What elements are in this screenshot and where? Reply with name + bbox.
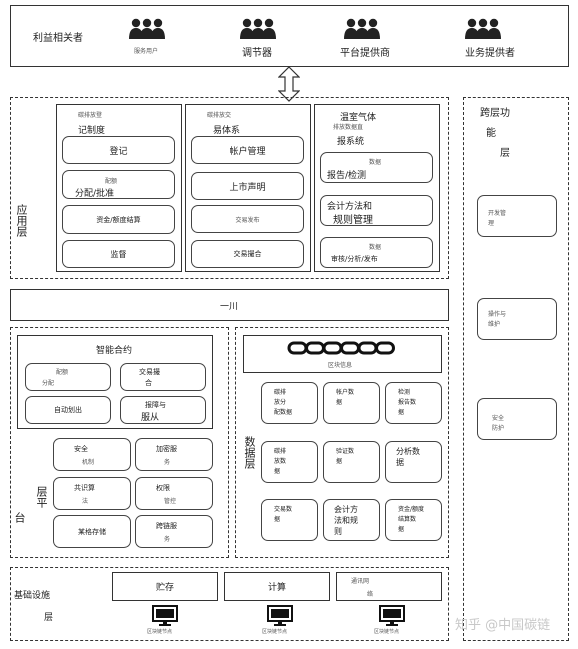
trade-matching-button[interactable]: 交易撮合 bbox=[191, 240, 304, 268]
interface-bar-label: 一川 bbox=[220, 302, 239, 312]
data-layer-label: 数据层 bbox=[243, 436, 256, 469]
compute-button[interactable]: 计算 bbox=[224, 572, 330, 601]
stakeholder-title: 利益相关者 bbox=[33, 33, 83, 44]
block-info-panel bbox=[243, 335, 442, 373]
trade-data-item[interactable]: 交易数据 bbox=[261, 499, 318, 541]
trade-publish-button[interactable]: 交易发布 bbox=[191, 205, 304, 233]
monitor-icon bbox=[152, 605, 178, 626]
security-protection-button[interactable]: 安全 防护 bbox=[477, 398, 557, 440]
storage-button[interactable]: 贮存 bbox=[112, 572, 218, 601]
stakeholder-label-business-provider: 业务提供者 bbox=[465, 48, 515, 59]
account-management-button[interactable]: 帐户管理 bbox=[191, 136, 304, 164]
cross-chain-service-button[interactable]: 跨链服务 bbox=[135, 515, 213, 548]
storage-service-button[interactable]: 某格存储 bbox=[53, 515, 131, 548]
consensus-algorithm-button[interactable]: 共识算法 bbox=[53, 477, 131, 510]
compliance-button[interactable]: 报障与 服从 bbox=[120, 396, 206, 424]
security-mechanism-button[interactable]: 安全机制 bbox=[53, 438, 131, 471]
people-icon bbox=[344, 18, 380, 39]
cross-layer-panel bbox=[463, 97, 569, 641]
supervision-button[interactable]: 监督 bbox=[62, 240, 175, 268]
data-layer bbox=[235, 327, 449, 558]
dev-management-button[interactable]: 开发管 理 bbox=[477, 195, 557, 237]
block-info-label: 区块信息 bbox=[328, 362, 353, 369]
stakeholder-label-platform-provider: 平台提供商 bbox=[340, 48, 390, 59]
trading-system-subtitle: 碳排放交 bbox=[207, 112, 232, 119]
carbon-emission-data-item[interactable]: 碳排放数据 bbox=[261, 441, 318, 483]
people-icon bbox=[129, 18, 165, 39]
cross-layer-title-2: 能 bbox=[486, 128, 496, 139]
register-button[interactable]: 登记 bbox=[62, 136, 175, 164]
infrastructure-label-2: 层 bbox=[44, 613, 54, 623]
node-label: 区块链节点 bbox=[374, 629, 400, 635]
application-layer-label: 应用层 bbox=[15, 204, 28, 237]
infrastructure-label-1: 基础设施 bbox=[14, 591, 51, 601]
encryption-service-button[interactable]: 加密服务 bbox=[135, 438, 213, 471]
trading-system-title: 易体系 bbox=[213, 126, 241, 136]
infrastructure-layer bbox=[10, 567, 449, 641]
ghg-reporting-panel bbox=[314, 104, 440, 272]
node-label: 区块链节点 bbox=[262, 629, 288, 635]
smart-contract-title: 智能合约 bbox=[96, 346, 133, 356]
application-layer bbox=[10, 97, 449, 279]
watermark: 知乎 @中国碳链 bbox=[455, 618, 551, 633]
report-detection-button[interactable]: 数据 报告/检测 bbox=[320, 152, 433, 183]
permission-control-button[interactable]: 权限管控 bbox=[135, 477, 213, 510]
registration-system-title: 记制度 bbox=[78, 126, 106, 136]
accounting-rules-button[interactable]: 会计方法和 规则管理 bbox=[320, 195, 433, 226]
cross-layer-title-1: 跨层功 bbox=[480, 108, 510, 119]
people-icon bbox=[240, 18, 276, 39]
smart-contract-panel bbox=[17, 335, 213, 429]
registration-system-subtitle: 碳排放登 bbox=[78, 112, 103, 119]
operation-maintenance-button[interactable]: 操作与 维护 bbox=[477, 298, 557, 340]
double-arrow-icon bbox=[278, 66, 300, 102]
trade-matching-contract-button[interactable]: 交易撮 合 bbox=[120, 363, 206, 391]
platform-layer-label-b: 层平 bbox=[35, 486, 48, 508]
interface-bar bbox=[10, 289, 449, 321]
ghg-reporting-subtitle: 温室气体 bbox=[340, 113, 377, 123]
account-data-item[interactable]: 帐户数据 bbox=[323, 382, 380, 424]
analysis-data-item[interactable]: 分析数据 bbox=[385, 441, 442, 483]
fund-settlement-button[interactable]: 资金/额度结算 bbox=[62, 205, 175, 234]
carbon-allocation-data-item[interactable]: 碳排放分配数据 bbox=[261, 382, 318, 424]
people-icon bbox=[465, 18, 501, 39]
trading-system-panel bbox=[185, 104, 311, 272]
accounting-rules-data-item[interactable]: 会计方法和规则 bbox=[323, 499, 380, 541]
stakeholder-panel bbox=[10, 5, 569, 67]
auto-transfer-button[interactable]: 自动划出 bbox=[25, 396, 111, 424]
listing-statement-button[interactable]: 上市声明 bbox=[191, 172, 304, 200]
chain-icon bbox=[287, 341, 395, 355]
verification-data-item[interactable]: 验证数据 bbox=[323, 441, 380, 483]
audit-analysis-button[interactable]: 数据 审核/分析/发布 bbox=[320, 237, 433, 268]
detection-report-data-item[interactable]: 检测报告数据 bbox=[385, 382, 442, 424]
registration-system-panel bbox=[56, 104, 182, 272]
stakeholder-label-service-user: 服务用户 bbox=[134, 48, 159, 55]
node-label: 区块链节点 bbox=[147, 629, 173, 635]
quota-allocation-button[interactable]: 配额 分配 bbox=[25, 363, 111, 391]
stakeholder-label-regulator: 调节器 bbox=[242, 48, 272, 59]
platform-layer-label-a: 台 bbox=[13, 512, 26, 523]
platform-layer bbox=[10, 327, 229, 558]
ghg-reporting-title: 报系统 bbox=[337, 137, 365, 147]
cross-layer-title-3: 层 bbox=[500, 148, 510, 159]
monitor-icon bbox=[379, 605, 405, 626]
network-button[interactable]: 通讯网 络 bbox=[336, 572, 442, 601]
ghg-reporting-subtitle2: 排放数据直 bbox=[333, 124, 364, 131]
monitor-icon bbox=[267, 605, 293, 626]
fund-settlement-data-item[interactable]: 资金/额度结算数据 bbox=[385, 499, 442, 541]
allocation-approval-button[interactable]: 配额 分配/批准 bbox=[62, 170, 175, 199]
